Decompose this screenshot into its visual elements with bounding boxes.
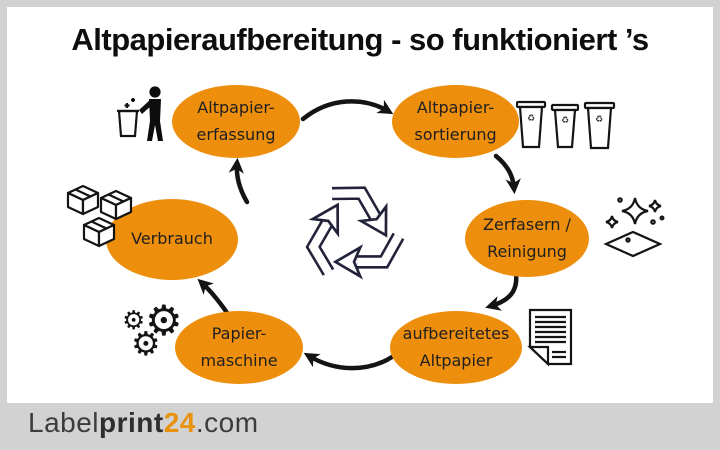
bin-recycle-glyph: ♻ — [561, 116, 569, 126]
waste-bins-icon: ♻ ♻ ♻ — [516, 97, 620, 151]
step-aufbereitetes-altpapier: aufbereitetes Altpapier — [390, 311, 522, 384]
page-title: Altpapieraufbereitung - so funktioniert … — [71, 22, 649, 57]
step-label-line: Zerfasern / — [483, 214, 571, 234]
bin-recycle-glyph: ♻ — [595, 115, 603, 125]
labelprint24-logo: Labelprint24.com — [28, 407, 259, 439]
step-label-line: erfassung — [196, 124, 276, 144]
step-altpapier-sortierung: Altpapier- sortierung — [392, 85, 519, 158]
logo-part-print: print — [99, 407, 164, 438]
litter-disposal-icon — [114, 84, 170, 144]
step-altpapier-erfassung: Altpapier- erfassung — [172, 85, 300, 158]
gear-icon: ⚙ — [122, 306, 146, 336]
step-label-line: maschine — [200, 350, 278, 370]
step-label-line: Altpapier- — [197, 97, 275, 117]
step-label-line: Papier- — [211, 323, 267, 343]
recycling-symbol-icon — [286, 172, 420, 296]
gear-icon: ⚙ — [131, 324, 161, 363]
paper-sheet-icon — [524, 308, 576, 368]
step-label-line: Altpapier- — [416, 97, 495, 117]
step-label-line: aufbereitetes — [402, 323, 510, 343]
step-zerfasern-reinigung: Zerfasern / Reinigung — [465, 200, 589, 277]
logo-part-label: Label — [28, 407, 100, 438]
logo-part-24: 24 — [163, 407, 196, 438]
step-label-line: Reinigung — [487, 241, 567, 261]
logo-part-tld: .com — [195, 407, 259, 438]
cleaning-sparkles-icon — [598, 192, 668, 266]
step-label-line: sortierung — [414, 124, 497, 144]
step-label-line: Altpapier — [419, 350, 493, 370]
shipping-boxes-icon — [58, 180, 142, 256]
step-papiermaschine: Papier- maschine — [175, 311, 303, 384]
bin-recycle-glyph: ♻ — [527, 114, 535, 124]
step-label-line: Verbrauch — [131, 229, 213, 249]
gear-icon: ⚙ — [145, 296, 183, 345]
